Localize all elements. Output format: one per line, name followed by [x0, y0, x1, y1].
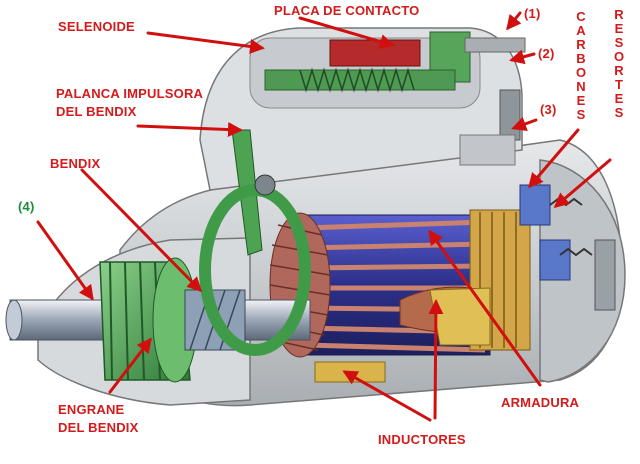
arrow-inductores-1: [342, 370, 432, 422]
label-armadura: ARMADURA: [501, 395, 580, 410]
vertical-letter: S: [614, 105, 624, 120]
arrow-placa: [298, 16, 395, 49]
label-placa-de-contacto: PLACA DE CONTACTO: [274, 3, 420, 18]
vertical-letter: O: [575, 65, 587, 80]
label-number-2: (2): [538, 46, 555, 61]
arrow-n1: [506, 11, 522, 31]
arrow-n3: [511, 116, 538, 131]
vertical-letter: S: [576, 107, 586, 122]
vertical-letter: S: [614, 35, 624, 50]
arrow-n2: [509, 49, 536, 65]
arrow-n4: [36, 220, 94, 301]
vertical-letter: E: [614, 91, 624, 106]
vertical-letter: R: [614, 63, 624, 78]
vertical-letter: E: [614, 21, 624, 36]
vertical-letter: O: [613, 49, 625, 64]
label-number-1: (1): [524, 6, 541, 21]
label-number-3: (3): [540, 102, 557, 117]
label-number-4: (4): [18, 199, 35, 214]
label-palanca-line1: PALANCA IMPULSORA: [56, 86, 204, 101]
vertical-letter: E: [576, 93, 586, 108]
vertical-letter: A: [576, 23, 586, 38]
label-selenoide: SELENOIDE: [58, 19, 135, 34]
drive-lever: [199, 129, 311, 356]
vertical-letter: R: [614, 7, 624, 22]
vertical-letter: N: [576, 79, 586, 94]
solenoid-assembly: [199, 27, 526, 191]
arrow-palanca: [136, 122, 243, 138]
vertical-letter: R: [576, 37, 586, 52]
vertical-letter: T: [615, 77, 623, 92]
arrow-inductores-2: [428, 299, 444, 420]
label-engrane-line2: DEL BENDIX: [58, 420, 139, 435]
arrow-carbones: [528, 128, 580, 189]
arrow-armadura: [428, 229, 542, 387]
vertical-letter: B: [576, 51, 586, 66]
label-palanca-line2: DEL BENDIX: [56, 104, 137, 119]
label-bendix: BENDIX: [50, 156, 101, 171]
arrow-engrane: [108, 337, 152, 394]
label-engrane-line1: ENGRANE: [58, 402, 125, 417]
vertical-letter: C: [576, 9, 586, 24]
pointer-arrows: [36, 11, 612, 422]
arrow-bendix: [80, 168, 203, 293]
arrow-selenoide: [146, 31, 265, 54]
arrow-resortes: [553, 158, 612, 208]
label-inductores: INDUCTORES: [378, 432, 466, 447]
bendix-pinion: [99, 257, 246, 383]
